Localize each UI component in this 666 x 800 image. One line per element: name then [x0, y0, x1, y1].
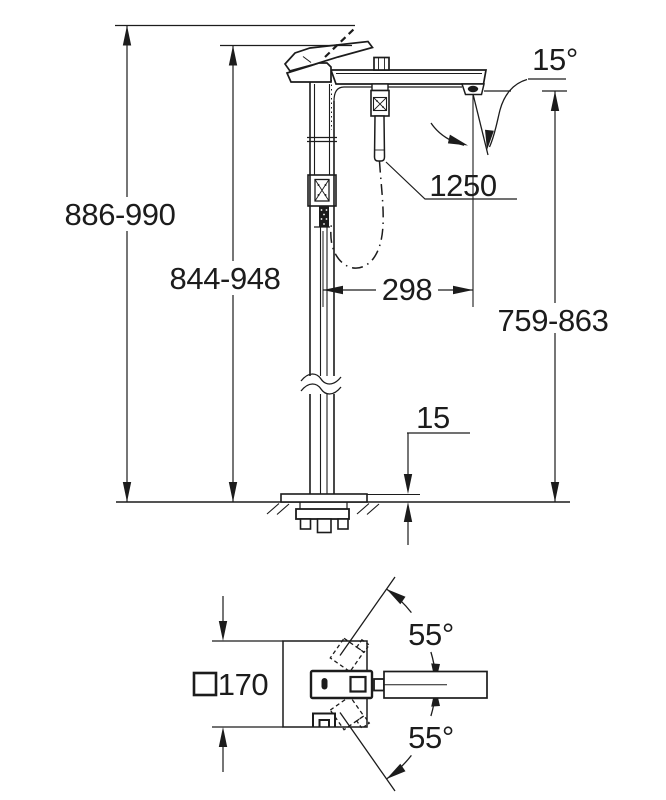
dim-spout-reach-label: 298 — [382, 272, 433, 307]
base-plate — [280, 493, 420, 534]
dim-height-handle-label: 844-948 — [170, 261, 281, 296]
shower-hose — [330, 161, 384, 269]
aerator — [467, 85, 479, 93]
dim-height-spout-label: 759-863 — [498, 303, 609, 338]
dim-base-plate-height: 15 — [403, 400, 470, 545]
lever-raised-position-dashed — [324, 25, 358, 58]
dim-swivel-upper-label: 55° — [408, 617, 454, 652]
dim-spout-reach: 298 — [322, 231, 473, 307]
hand-shower — [370, 83, 390, 162]
dim-height-handle: 844-948 — [170, 44, 352, 502]
square-dimension-symbol — [192, 671, 218, 697]
riser-column — [300, 70, 342, 494]
spout — [329, 56, 488, 102]
dim-base-size: 170 — [192, 596, 283, 772]
lever-handle — [283, 25, 374, 83]
top-view-drawing: 170 55° 55° — [192, 576, 488, 792]
dim-swivel-lower-label: 55° — [408, 720, 454, 755]
column-coupling — [307, 174, 337, 227]
valve-body-top — [309, 669, 385, 727]
dim-height-spout: 759-863 — [484, 78, 609, 502]
dim-base-size-label: 170 — [218, 667, 269, 702]
dim-height-overall-label: 886-990 — [65, 197, 176, 232]
dim-hose-length-label: 1250 — [429, 168, 497, 203]
spout-top — [383, 670, 488, 699]
dim-height-overall: 886-990 — [65, 24, 355, 502]
dim-base-plate-height-label: 15 — [416, 400, 450, 435]
diverter-knob — [373, 56, 390, 71]
dim-spout-angle: 15° — [430, 42, 578, 307]
dim-spout-angle-label: 15° — [532, 42, 578, 77]
mounting-notch — [312, 712, 336, 727]
break-symbol — [300, 373, 342, 395]
dim-hose-length: 1250 — [385, 161, 517, 203]
front-view-drawing: 886-990 844-948 759-863 15° — [65, 24, 609, 545]
